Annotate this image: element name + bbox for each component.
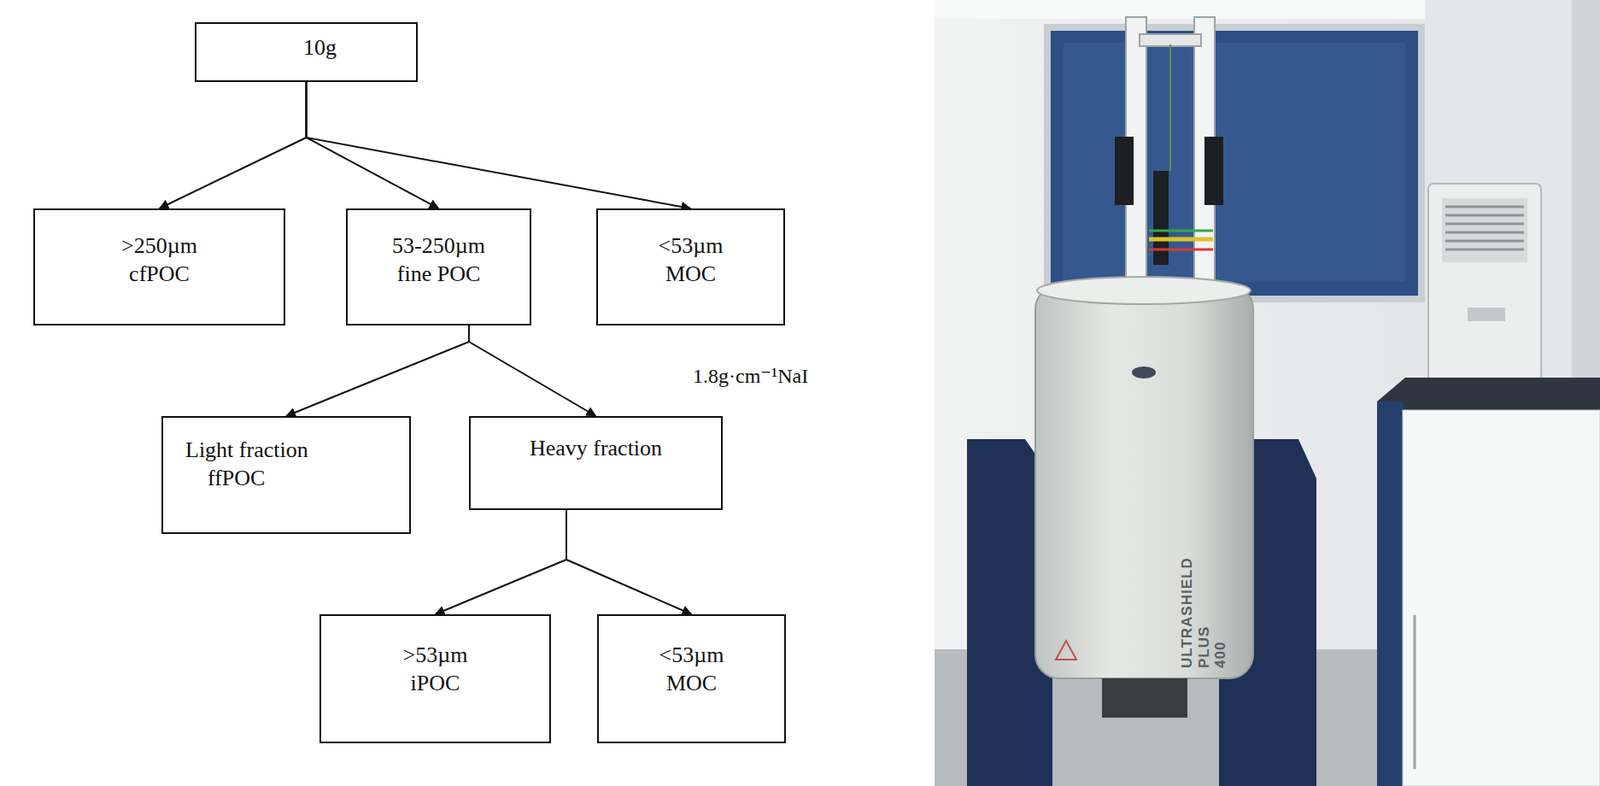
box-heading: Light fraction (185, 436, 410, 465)
box-text: fine POC (347, 260, 530, 289)
split-arrow (435, 509, 568, 615)
box-heading: <53µm (597, 232, 784, 261)
box-text: MOC (597, 260, 784, 289)
brand-text: ULTRASHIELD (1178, 556, 1196, 669)
fraction-box: Heavy fraction (468, 416, 723, 510)
brand-text: 400 (1212, 556, 1230, 669)
fraction-box: Light fractionffPOC (161, 416, 411, 534)
split-arrow (306, 82, 440, 209)
fraction-box: <53µmMOC (596, 208, 786, 326)
magnet-branding: ULTRASHIELDPLUS400 (1178, 556, 1230, 669)
box-heading: >53µm (321, 641, 550, 670)
box-heading: 53-250µm (347, 232, 530, 261)
brand-text: PLUS (1195, 556, 1214, 669)
box-text: cfPOC (35, 260, 284, 289)
split-arrow (566, 509, 692, 615)
fraction-box: >53µmiPOC (319, 614, 551, 744)
sample-box: 10g (194, 22, 418, 83)
split-arrow (159, 82, 307, 209)
box-heading: >250µm (35, 232, 284, 261)
split-arrow (468, 325, 597, 417)
density-note: 1.8g·cm⁻¹NaI (690, 363, 811, 388)
box-text: ffPOC (185, 464, 410, 493)
box-heading: <53µm (598, 641, 785, 670)
box-heading: Heavy fraction (470, 434, 721, 464)
box-text: MOC (598, 669, 785, 698)
split-arrow (286, 325, 469, 417)
split-arrow (306, 82, 692, 209)
fraction-box: 53-250µmfine POC (345, 208, 532, 326)
box-text: iPOC (321, 669, 550, 698)
box-heading: 10g (303, 34, 417, 63)
fraction-box: >250µmcfPOC (33, 208, 286, 326)
fraction-box: <53µmMOC (597, 614, 786, 744)
